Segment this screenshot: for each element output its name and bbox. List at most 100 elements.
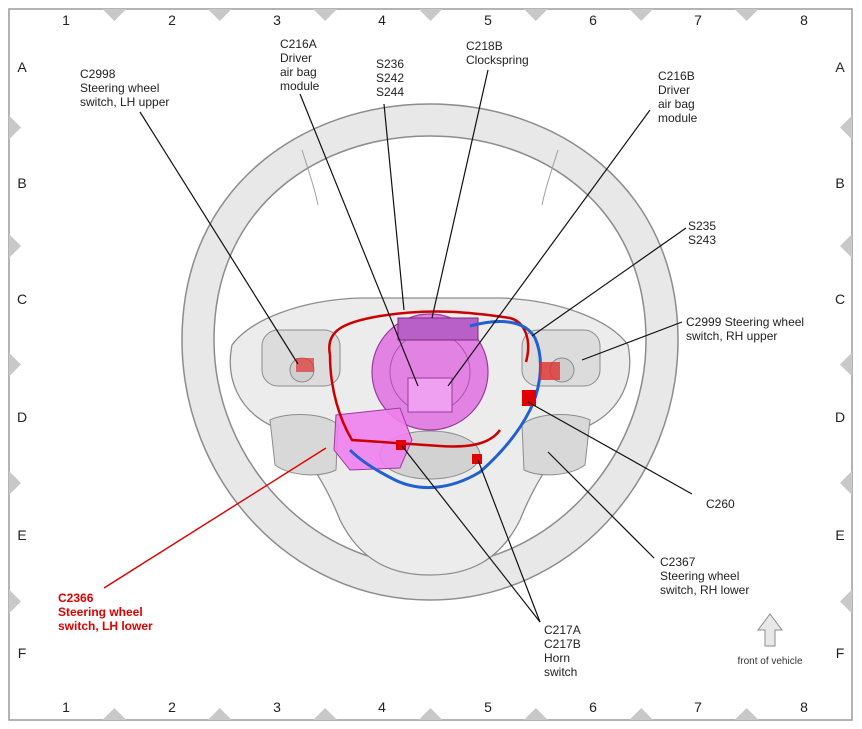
col-label-top-2: 2 xyxy=(168,12,176,28)
grid-markers xyxy=(9,9,852,720)
c217b-id: C217B xyxy=(544,637,581,651)
c2367-line2: Steering wheel xyxy=(660,569,739,583)
callout-s235: S235 S243 xyxy=(688,219,716,247)
col-label-top-6: 6 xyxy=(589,12,597,28)
grid-marker-left xyxy=(9,352,21,377)
leader-c2367 xyxy=(547,451,655,559)
grid-marker-left xyxy=(9,234,21,258)
row-label-right-c: C xyxy=(835,291,845,307)
front-of-vehicle-label: front of vehicle xyxy=(737,656,802,667)
callout-c260: C260 xyxy=(706,497,735,511)
col-label-bottom-4: 4 xyxy=(378,699,386,715)
up-arrow-icon xyxy=(757,613,783,647)
callout-c2367: C2367 Steering wheel switch, RH lower xyxy=(660,555,749,597)
grid-marker-top xyxy=(313,9,338,21)
col-label-bottom-5: 5 xyxy=(484,699,492,715)
grid-marker-bottom xyxy=(418,708,443,720)
c216b-id: C216B xyxy=(658,69,695,83)
grid-labels: 1 2 3 4 5 6 7 8 1 2 3 4 5 6 7 8 A B C D … xyxy=(17,12,845,715)
leader-c217b xyxy=(477,459,541,623)
col-label-bottom-6: 6 xyxy=(589,699,597,715)
lh-lower-module xyxy=(333,407,413,471)
rim-segment-line-top-right xyxy=(541,149,559,206)
callout-c2999: C2999 Steering wheel switch, RH upper xyxy=(686,315,804,343)
row-label-left-e: E xyxy=(17,527,26,543)
callout-c2998: C2998 Steering wheel switch, LH upper xyxy=(80,67,169,109)
grid-marker-top xyxy=(734,9,759,21)
c216a-line2: Driver xyxy=(280,51,312,65)
rh-lower-switch-pad xyxy=(521,414,591,476)
c216b-line4: module xyxy=(658,111,698,125)
c2998-line2: Steering wheel xyxy=(80,81,159,95)
col-label-bottom-3: 3 xyxy=(273,699,281,715)
airbag-module-connector xyxy=(407,377,453,413)
col-label-bottom-8: 8 xyxy=(800,699,808,715)
c2998-line3: switch, LH upper xyxy=(80,95,169,109)
callout-c218b: C218B Clockspring xyxy=(466,39,529,67)
c216a-id: C216A xyxy=(280,37,317,51)
c2367-line3: switch, RH lower xyxy=(660,583,749,597)
grid-marker-bottom xyxy=(207,708,232,720)
grid-marker-left xyxy=(9,115,21,140)
row-label-right-e: E xyxy=(835,527,844,543)
callout-c2366: C2366 Steering wheel switch, LH lower xyxy=(58,591,153,633)
leader-c2998 xyxy=(139,111,299,365)
c216b-line2: Driver xyxy=(658,83,690,97)
c217-line4: switch xyxy=(544,665,577,679)
row-label-right-a: A xyxy=(835,59,845,75)
c2999-id: C2999 Steering wheel xyxy=(686,315,804,329)
callout-c216a: C216A Driver air bag module xyxy=(280,37,320,93)
c2999-line2: switch, RH upper xyxy=(686,329,777,343)
c2999-connector xyxy=(540,362,560,380)
c2366-id: C2366 xyxy=(58,591,94,605)
c216b-line3: air bag xyxy=(658,97,695,111)
leader-c216a xyxy=(299,93,419,387)
grid-marker-top xyxy=(102,9,127,21)
grid-marker-top xyxy=(629,9,654,21)
col-label-top-1: 1 xyxy=(62,12,70,28)
grid-marker-left xyxy=(9,589,21,614)
s235-id: S235 xyxy=(688,219,716,233)
leader-c216b xyxy=(447,109,651,387)
callout-c216b: C216B Driver air bag module xyxy=(658,69,698,125)
row-label-right-d: D xyxy=(835,409,845,425)
grid-marker-right xyxy=(840,352,852,377)
c217b-connector xyxy=(472,454,482,464)
c260-id: C260 xyxy=(706,497,735,511)
grid-marker-bottom xyxy=(523,708,548,720)
leader-c260 xyxy=(527,401,693,495)
leader-s236 xyxy=(383,103,405,311)
c217a-id: C217A xyxy=(544,623,581,637)
grid-marker-top xyxy=(207,9,232,21)
grid-marker-bottom xyxy=(734,708,759,720)
row-label-left-b: B xyxy=(17,175,26,191)
c217-connector xyxy=(396,440,406,450)
clockspring-top-connector xyxy=(397,317,479,341)
steering-wheel xyxy=(181,103,679,601)
leader-s235 xyxy=(531,227,687,337)
col-label-bottom-2: 2 xyxy=(168,699,176,715)
col-label-top-5: 5 xyxy=(484,12,492,28)
grid-marker-right xyxy=(840,471,852,495)
c216a-line4: module xyxy=(280,79,320,93)
c2366-line2: Steering wheel xyxy=(58,605,143,619)
row-label-left-c: C xyxy=(17,291,27,307)
c217-line3: Horn xyxy=(544,651,570,665)
front-of-vehicle-indicator: front of vehicle xyxy=(737,613,803,667)
col-label-bottom-7: 7 xyxy=(694,699,702,715)
blue-harness xyxy=(348,320,542,490)
col-label-top-3: 3 xyxy=(273,12,281,28)
grid-marker-left xyxy=(9,471,21,495)
row-label-right-b: B xyxy=(835,175,844,191)
col-label-top-4: 4 xyxy=(378,12,386,28)
c218b-line2: Clockspring xyxy=(466,53,529,67)
s244-id: S244 xyxy=(376,85,404,99)
leader-c218b xyxy=(431,69,489,319)
rim-segment-line-top-left xyxy=(301,149,319,206)
s243-id: S243 xyxy=(688,233,716,247)
c218b-id: C218B xyxy=(466,39,503,53)
leader-c2999 xyxy=(581,321,683,361)
s236-id: S236 xyxy=(376,57,404,71)
c2998-connector xyxy=(296,358,314,372)
